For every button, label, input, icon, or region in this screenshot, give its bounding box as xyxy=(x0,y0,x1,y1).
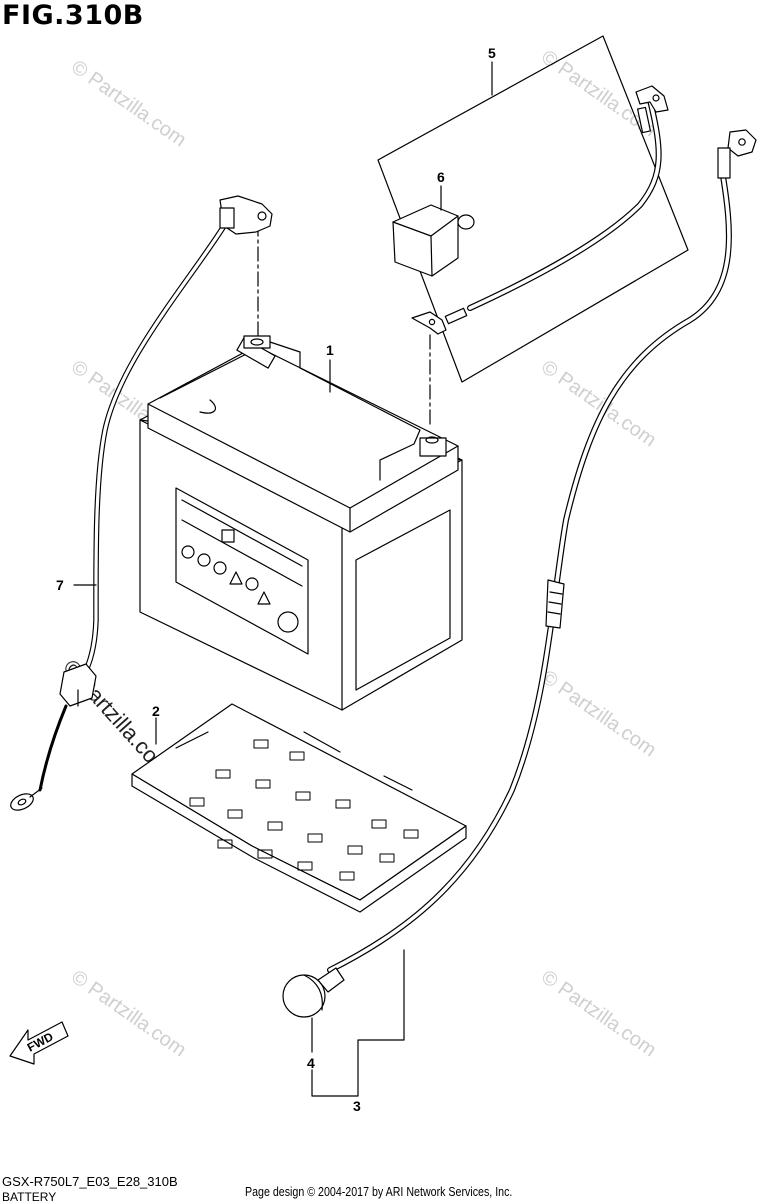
footer-section-name: BATTERY xyxy=(2,1190,57,1204)
callout-5: 5 xyxy=(488,45,496,61)
watermark: © Partzilla.com xyxy=(537,966,660,1061)
terminal-cap-6 xyxy=(392,185,475,277)
callout-2: 2 xyxy=(152,703,160,719)
watermark: © Partzilla.com xyxy=(67,56,190,151)
callout-4: 4 xyxy=(307,1055,315,1071)
negative-cable-7 xyxy=(10,195,273,811)
callout-7: 7 xyxy=(56,577,64,593)
watermark: © Partzilla.com xyxy=(67,966,190,1061)
kit-box-5 xyxy=(377,35,689,383)
leader-line xyxy=(311,949,405,1097)
footer-model-code: GSX-R750L7_E03_E28_310B xyxy=(2,1174,178,1189)
callout-3: 3 xyxy=(353,1098,361,1114)
battery-1 xyxy=(139,335,463,711)
callout-6: 6 xyxy=(437,169,445,185)
battery-cable-3 xyxy=(327,129,757,973)
battery-cable-5 xyxy=(411,85,669,335)
callout-1: 1 xyxy=(326,342,334,358)
figure-title: FIG.310B xyxy=(2,0,144,31)
battery-tray-2 xyxy=(131,703,467,913)
terminal-cover-4 xyxy=(282,967,345,1018)
forward-direction-arrow: FWD xyxy=(9,1021,69,1065)
watermark: © Partzilla.com xyxy=(537,356,660,451)
watermark: © Partzilla.com xyxy=(537,666,660,761)
footer-copyright: Page design © 2004-2017 by ARI Network S… xyxy=(245,1184,513,1199)
